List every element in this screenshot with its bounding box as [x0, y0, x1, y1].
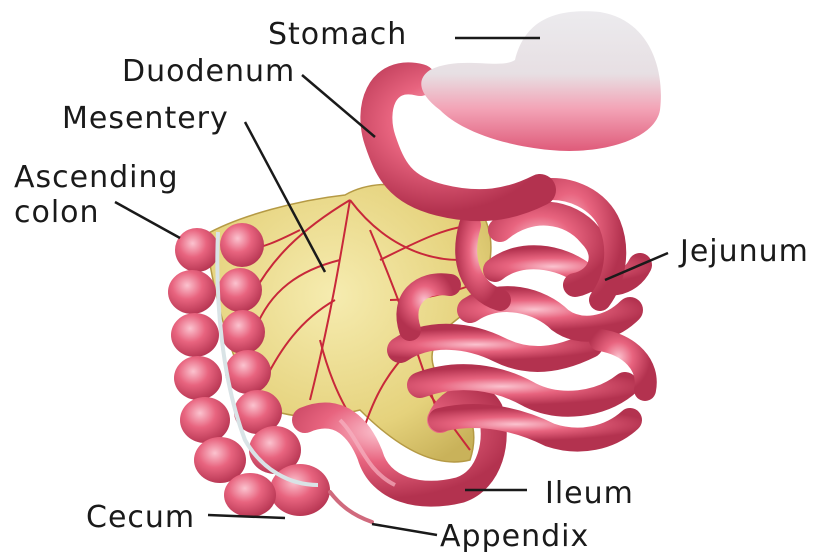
- ileum-label: Ileum: [545, 476, 634, 511]
- duodenum-label: Duodenum: [122, 54, 295, 89]
- cecum-label: Cecum: [86, 500, 195, 535]
- ascending-colon-leader: [115, 202, 180, 238]
- ascending-colon-label-line1: Ascending: [14, 160, 179, 195]
- appendix-shape: [330, 492, 372, 522]
- stomach-label: Stomach: [268, 17, 407, 52]
- mesentery-label: Mesentery: [62, 101, 229, 136]
- cecum-leader: [208, 515, 285, 518]
- stomach-shape: [421, 11, 661, 151]
- appendix-label: Appendix: [440, 519, 589, 552]
- ascending-colon-label-line2: colon: [14, 195, 100, 230]
- appendix-leader: [372, 524, 437, 535]
- jejunum-label: Jejunum: [678, 234, 809, 269]
